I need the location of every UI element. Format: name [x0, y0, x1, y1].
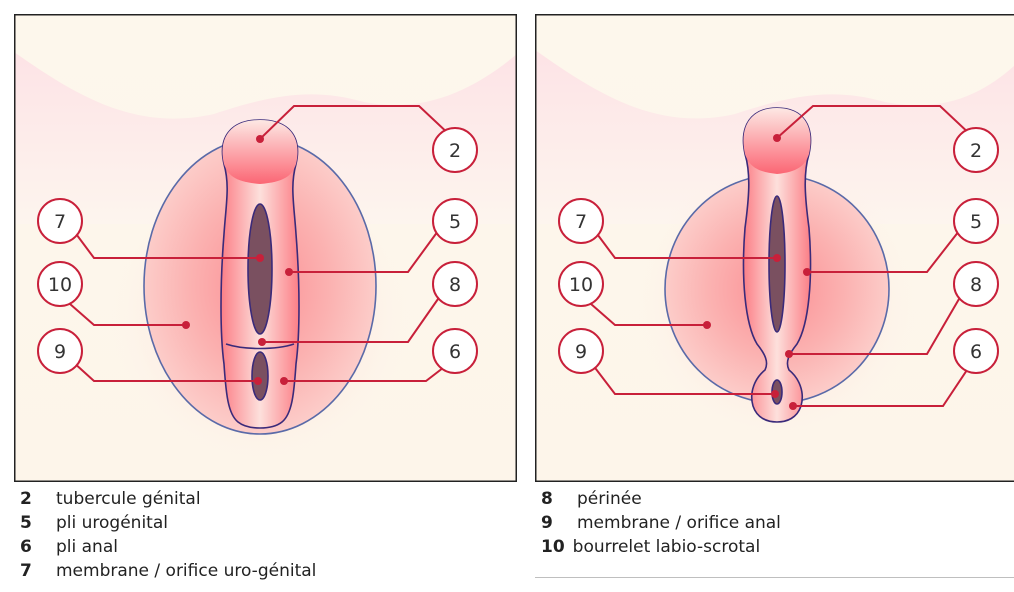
callout-5: 5: [954, 199, 998, 243]
urogenital-membrane: [769, 196, 785, 332]
svg-text:6: 6: [449, 341, 461, 363]
callout-9: 9: [559, 329, 603, 373]
svg-text:9: 9: [54, 341, 66, 363]
callout-8: 8: [433, 262, 477, 306]
svg-text:5: 5: [449, 211, 461, 233]
svg-text:10: 10: [48, 274, 72, 296]
svg-text:7: 7: [575, 211, 587, 233]
svg-text:2: 2: [449, 140, 461, 162]
callout-6: 6: [954, 329, 998, 373]
svg-text:7: 7: [54, 211, 66, 233]
callout-10: 10: [38, 262, 82, 306]
svg-text:10: 10: [569, 274, 593, 296]
callout-6: 6: [433, 329, 477, 373]
svg-text:2: 2: [970, 140, 982, 162]
callout-2: 2: [433, 128, 477, 172]
callout-2: 2: [954, 128, 998, 172]
svg-text:5: 5: [970, 211, 982, 233]
svg-text:6: 6: [970, 341, 982, 363]
callout-7: 7: [38, 199, 82, 243]
svg-text:9: 9: [575, 341, 587, 363]
genital-tubercle: [223, 120, 298, 184]
anal-membrane: [252, 352, 268, 400]
svg-text:8: 8: [970, 274, 982, 296]
svg-text:8: 8: [449, 274, 461, 296]
divider: [535, 577, 1014, 578]
callout-5: 5: [433, 199, 477, 243]
diagram-panel-right: 2 7 5 10 8 9 6: [535, 14, 1014, 482]
callout-7: 7: [559, 199, 603, 243]
urogenital-membrane: [248, 204, 272, 334]
callout-8: 8: [954, 262, 998, 306]
diagram-panel-left: 2 7 5 10 8 9 6: [14, 14, 517, 482]
callout-10: 10: [559, 262, 603, 306]
callout-9: 9: [38, 329, 82, 373]
